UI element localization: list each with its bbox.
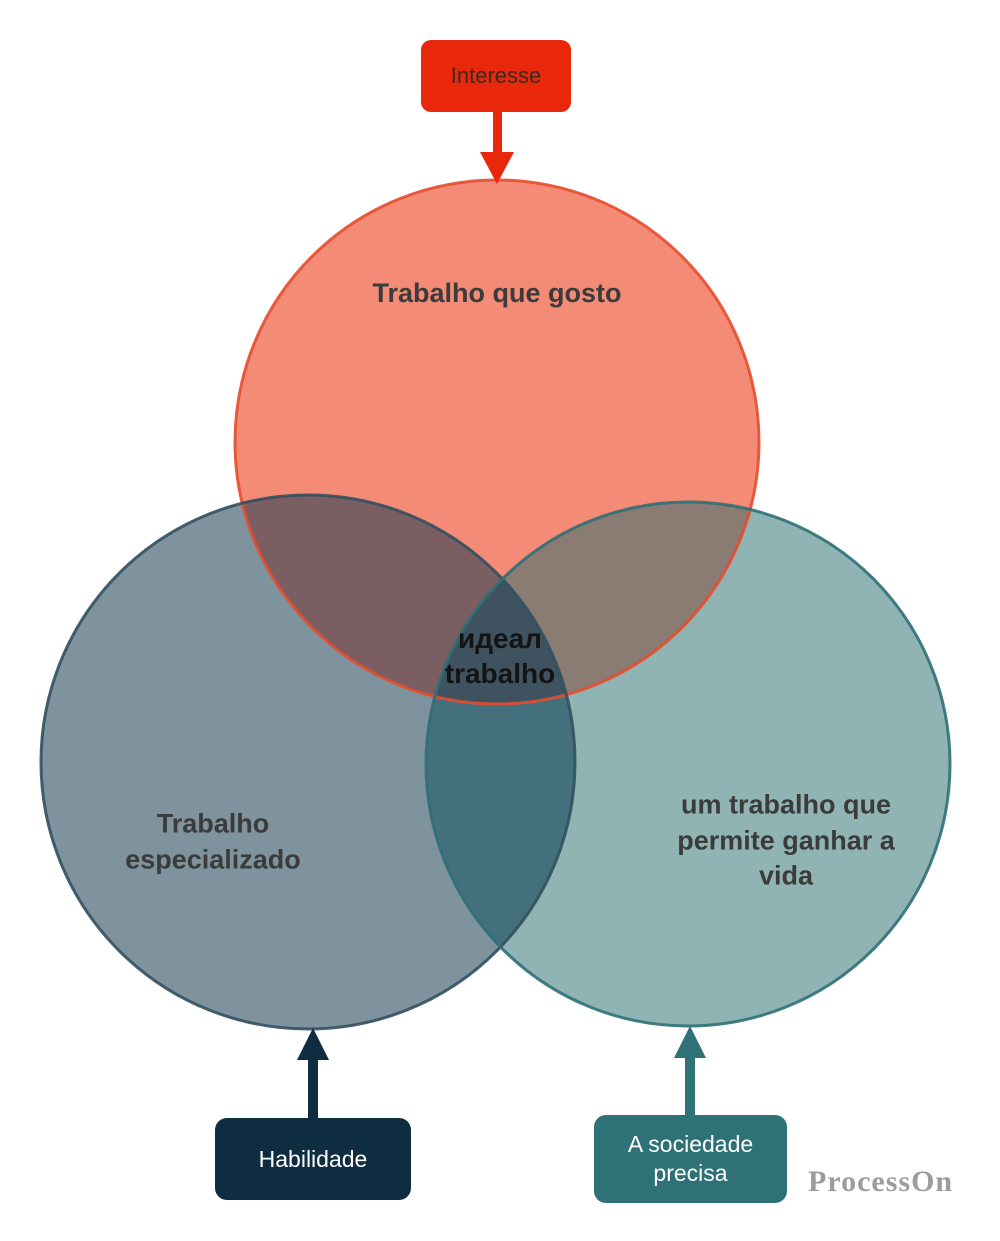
habilidade-box-label: Habilidade: [258, 1145, 368, 1172]
sociedade-arrowhead-icon: [674, 1026, 706, 1058]
sociedade-box-label: A sociedade precisa: [627, 1131, 754, 1186]
interesse-box-label: Interesse: [450, 63, 542, 89]
habilidade-arrowhead-icon: [297, 1028, 329, 1060]
overlap-top-right-region: [426, 502, 759, 704]
interesse-box: Interesse: [421, 40, 571, 112]
venn-left-circle-outline: [39, 493, 577, 1031]
left-circle-label: Trabalho especializado: [125, 808, 301, 874]
sociedade-arrow: [674, 1026, 706, 1119]
interesse-arrow: [480, 110, 514, 184]
interesse-arrowhead-icon: [480, 152, 514, 184]
top-circle-label: Trabalho que gosto: [372, 278, 622, 309]
overlap-top-left-region: [235, 495, 575, 704]
habilidade-arrow: [297, 1028, 329, 1122]
habilidade-box: Habilidade: [215, 1118, 411, 1200]
center-overlap-label: идеал trabalho: [444, 623, 556, 689]
sociedade-box: A sociedade precisa: [594, 1115, 787, 1203]
processon-watermark: ProcessOn: [808, 1165, 954, 1198]
right-circle-label: um trabalho que permite ganhar a vida: [677, 789, 895, 891]
venn-right-circle-outline: [424, 500, 952, 1028]
